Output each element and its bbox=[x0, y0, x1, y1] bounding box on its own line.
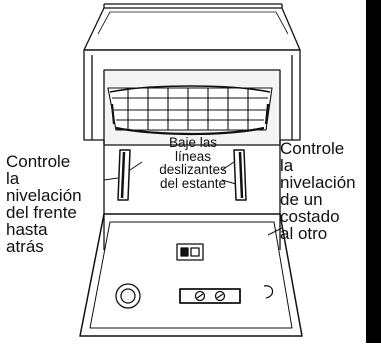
label-front-to-back: Controle la nivelación del frente hasta … bbox=[6, 153, 82, 255]
leader-right bbox=[267, 227, 283, 236]
label-left-line-4: del frente bbox=[6, 203, 77, 222]
label-center-line-1: Baje las bbox=[168, 135, 218, 150]
leader-left bbox=[103, 177, 119, 181]
label-lower-rails: Baje las líneas deslizantes del estante bbox=[148, 136, 238, 190]
leader-center-left bbox=[129, 161, 143, 171]
label-center-line-2: líneas bbox=[174, 148, 212, 164]
leader-center-right bbox=[221, 179, 237, 185]
label-right-line-6: al otro bbox=[280, 224, 328, 243]
label-right-line-3: nivelación bbox=[280, 173, 356, 192]
label-right-line-2: la bbox=[280, 156, 294, 175]
label-right-line-1: Controle bbox=[280, 139, 345, 158]
label-left-line-2: la bbox=[6, 169, 20, 188]
label-left-line-3: nivelación bbox=[6, 186, 82, 205]
label-center-line-4: del estante bbox=[159, 175, 227, 191]
countertop bbox=[83, 7, 301, 51]
label-left-line-5: hasta bbox=[6, 220, 48, 239]
upper-rack bbox=[107, 85, 273, 136]
leveling-control bbox=[179, 288, 241, 304]
label-right-line-4: de un bbox=[280, 190, 323, 209]
label-side-to-side: Controle la nivelación de un costado al … bbox=[280, 140, 356, 242]
label-left-line-1: Controle bbox=[6, 152, 71, 171]
label-center-line-3: deslizantes bbox=[159, 162, 227, 177]
edge-bar bbox=[366, 0, 381, 343]
label-right-line-5: costado bbox=[280, 207, 340, 226]
open-door bbox=[79, 213, 303, 337]
label-left-line-6: atrás bbox=[6, 237, 44, 256]
